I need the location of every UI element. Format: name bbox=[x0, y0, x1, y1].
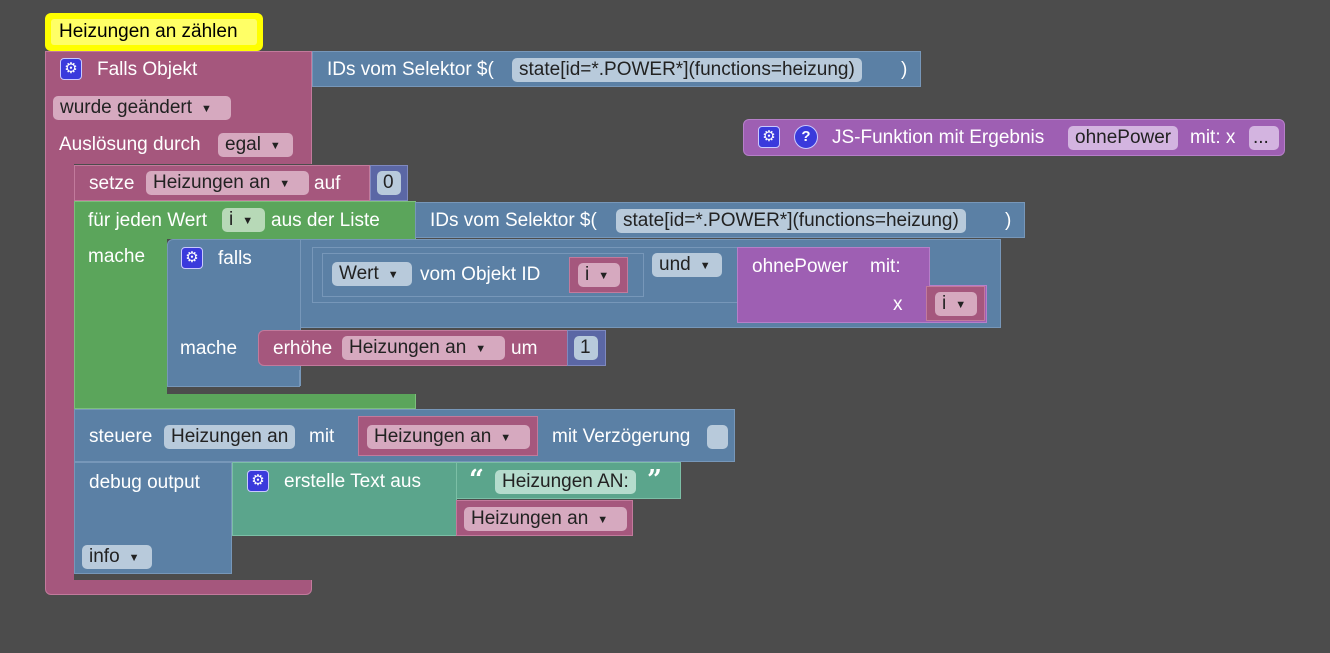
chevron-down-icon: ▼ bbox=[279, 178, 291, 190]
chevron-down-icon: ▼ bbox=[598, 270, 610, 282]
selector-block-top[interactable]: IDs vom Selektor $( state[id=*.POWER*](f… bbox=[312, 51, 921, 87]
set-to-label: auf bbox=[314, 173, 341, 194]
value-dropdown[interactable]: Wert▼ bbox=[332, 262, 412, 286]
function-arg-dropdown[interactable]: i▼ bbox=[935, 292, 977, 316]
increment-block[interactable]: erhöhe Heizungen an▼ um bbox=[258, 330, 568, 366]
text-join-block[interactable]: ⚙ erstelle Text aus bbox=[232, 462, 457, 536]
control-delay-checkbox[interactable] bbox=[707, 425, 728, 449]
foreach-var-dropdown[interactable]: i▼ bbox=[222, 208, 265, 232]
control-with-label: mit bbox=[309, 426, 335, 447]
trigger-condition-dropdown[interactable]: wurde geändert▼ bbox=[53, 96, 231, 120]
chevron-down-icon: ▼ bbox=[955, 299, 967, 311]
gear-icon[interactable]: ⚙ bbox=[181, 247, 203, 269]
number-block[interactable]: 0 bbox=[370, 165, 408, 201]
debug-label: debug output bbox=[89, 472, 200, 493]
number-input[interactable]: 1 bbox=[574, 336, 598, 360]
function-with-label: mit: bbox=[870, 256, 901, 277]
comment-text[interactable]: Heizungen an zählen bbox=[59, 21, 238, 42]
chevron-down-icon: ▼ bbox=[242, 215, 254, 227]
function-param-label: x bbox=[893, 294, 903, 315]
text-join-label: erstelle Text aus bbox=[284, 471, 421, 492]
control-target-input[interactable]: Heizungen an bbox=[164, 425, 296, 449]
foreach-list-label: aus der Liste bbox=[271, 210, 380, 231]
increment-by-label: um bbox=[511, 338, 538, 359]
control-value-dropdown[interactable]: Heizungen an▼ bbox=[367, 425, 530, 449]
js-function-block[interactable]: ⚙ ? JS-Funktion mit Ergebnis ohnePower m… bbox=[743, 119, 1285, 156]
text-var-dropdown[interactable]: Heizungen an▼ bbox=[464, 507, 627, 531]
set-variable-dropdown[interactable]: Heizungen an▼ bbox=[146, 171, 309, 195]
js-function-more-button[interactable]: ... bbox=[1249, 126, 1279, 150]
object-var-block[interactable]: i▼ bbox=[569, 257, 628, 293]
control-delay-label: mit Verzögerung bbox=[552, 426, 691, 447]
js-function-params: mit: x bbox=[1190, 127, 1236, 148]
open-quote-icon: “ bbox=[469, 465, 484, 495]
selector-input[interactable]: state[id=*.POWER*](functions=heizung) bbox=[616, 209, 966, 233]
control-label: steuere bbox=[89, 426, 153, 447]
chevron-down-icon: ▼ bbox=[475, 343, 487, 355]
debug-block[interactable]: debug output info▼ bbox=[74, 462, 232, 574]
increment-label: erhöhe bbox=[273, 338, 333, 359]
if-label: falls bbox=[218, 248, 252, 269]
number-block[interactable]: 1 bbox=[567, 330, 606, 366]
selector-prefix: IDs vom Selektor $( bbox=[327, 59, 494, 80]
control-value-block[interactable]: Heizungen an▼ bbox=[358, 416, 538, 456]
gear-icon[interactable]: ⚙ bbox=[60, 58, 82, 80]
text-string-block[interactable]: “ Heizungen AN: ” bbox=[456, 462, 681, 499]
gear-icon[interactable]: ⚙ bbox=[758, 126, 780, 148]
trigger-source-label: Auslösung durch bbox=[59, 134, 201, 155]
foreach-label: für jeden Wert bbox=[88, 210, 207, 231]
selector-input[interactable]: state[id=*.POWER*](functions=heizung) bbox=[512, 58, 862, 82]
trigger-source-dropdown[interactable]: egal▼ bbox=[218, 133, 293, 157]
increment-variable-dropdown[interactable]: Heizungen an▼ bbox=[342, 336, 505, 360]
logic-op-dropdown[interactable]: und▼ bbox=[652, 253, 722, 277]
selector-prefix: IDs vom Selektor $( bbox=[430, 210, 597, 231]
js-function-label: JS-Funktion mit Ergebnis bbox=[832, 127, 1045, 148]
function-call-block[interactable] bbox=[737, 247, 930, 323]
gear-icon[interactable]: ⚙ bbox=[247, 470, 269, 492]
trigger-title: Falls Objekt bbox=[97, 59, 198, 80]
number-input[interactable]: 0 bbox=[377, 171, 401, 195]
comment-bubble[interactable]: Heizungen an zählen bbox=[45, 13, 263, 51]
chevron-down-icon: ▼ bbox=[201, 103, 212, 115]
set-variable-block[interactable]: setze Heizungen an▼ auf bbox=[74, 165, 370, 201]
if-do-label: mache bbox=[180, 338, 238, 359]
selector-suffix: ) bbox=[1005, 210, 1012, 231]
selector-suffix: ) bbox=[901, 59, 908, 80]
text-string-input[interactable]: Heizungen AN: bbox=[495, 470, 636, 494]
chevron-down-icon: ▼ bbox=[597, 514, 609, 526]
function-arg-block[interactable]: i▼ bbox=[926, 286, 985, 321]
help-icon[interactable]: ? bbox=[794, 125, 818, 149]
js-function-name-input[interactable]: ohnePower bbox=[1068, 126, 1179, 150]
close-quote-icon: ” bbox=[647, 465, 662, 495]
chevron-down-icon: ▼ bbox=[387, 269, 399, 281]
set-label: setze bbox=[89, 173, 135, 194]
chevron-down-icon: ▼ bbox=[699, 260, 711, 272]
of-object-label: vom Objekt ID bbox=[420, 264, 541, 285]
chevron-down-icon: ▼ bbox=[500, 432, 512, 444]
object-var-dropdown[interactable]: i▼ bbox=[578, 263, 620, 287]
selector-block-loop[interactable]: IDs vom Selektor $( state[id=*.POWER*](f… bbox=[415, 202, 1025, 238]
foreach-do-label: mache bbox=[88, 246, 146, 267]
chevron-down-icon: ▼ bbox=[128, 552, 140, 564]
chevron-down-icon: ▼ bbox=[269, 140, 281, 152]
debug-level-dropdown[interactable]: info▼ bbox=[82, 545, 152, 569]
text-var-block[interactable]: Heizungen an▼ bbox=[456, 500, 633, 536]
function-name: ohnePower bbox=[752, 256, 849, 277]
